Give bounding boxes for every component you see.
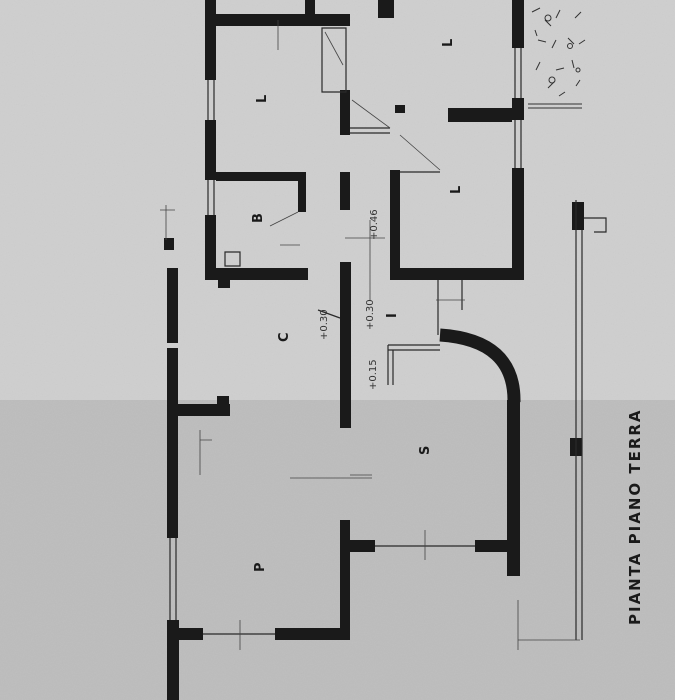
wall-top-stub: [305, 0, 315, 18]
elevation-label: +0.46: [369, 209, 380, 240]
thin-lines: [160, 20, 607, 650]
wall-p-divider: [340, 520, 350, 640]
wall-corridor-mid: [340, 172, 350, 210]
room-label-s: S: [418, 446, 433, 455]
wall-bottom-wing-right: [390, 268, 524, 280]
wall-right-lower: [512, 168, 524, 278]
vegetation-hatch: [528, 7, 586, 109]
wall-bottom-wing: [216, 268, 308, 280]
room-label-l-top: L: [441, 39, 456, 47]
wall-small-post: [164, 238, 174, 250]
wall-l-right-top: [395, 105, 405, 113]
wall-left-lower: [205, 215, 216, 280]
walls: [164, 0, 584, 700]
wall-top-hook: [378, 0, 394, 18]
wall-lower-left-2: [167, 348, 178, 538]
room-label-l-mid: L: [255, 95, 270, 103]
wall-right-mid: [512, 98, 524, 120]
wall-top-band: [216, 14, 350, 26]
elevation-label: +0.30: [319, 309, 330, 340]
room-label-b: B: [251, 213, 266, 223]
room-label-c: C: [277, 332, 292, 342]
room-label-l-right: L: [449, 186, 464, 194]
elevation-label: +0.30: [365, 299, 376, 330]
room-label-i: I: [385, 313, 400, 318]
room-label-p: P: [253, 562, 268, 572]
wall-s-right: [507, 400, 520, 576]
wall-p-bottom-2: [275, 628, 350, 640]
wall-bedroom-divider: [448, 108, 512, 122]
wall-p-bottom: [179, 628, 203, 640]
wall-lower-left-3: [167, 620, 179, 700]
wall-lower-left: [167, 268, 178, 343]
wall-left-upper: [205, 120, 216, 180]
wall-right-post: [572, 202, 584, 230]
wall-s-pier: [217, 396, 229, 416]
wall-l-right-left: [390, 170, 400, 278]
wall-p-cap: [350, 540, 375, 552]
elevation-label: +0.15: [368, 359, 379, 390]
wall-stub-left: [218, 280, 230, 288]
wall-b-top: [216, 172, 306, 181]
wall-b-right: [298, 172, 306, 212]
wall-p-right: [475, 540, 510, 552]
wall-corridor-top: [340, 90, 350, 135]
wall-right-top: [512, 0, 524, 48]
wall-top-left-vertical: [205, 0, 216, 80]
wall-central: [340, 262, 351, 428]
curved-wall: [439, 328, 521, 403]
drawing-title: PIANTA PIANO TERRA: [626, 408, 644, 625]
